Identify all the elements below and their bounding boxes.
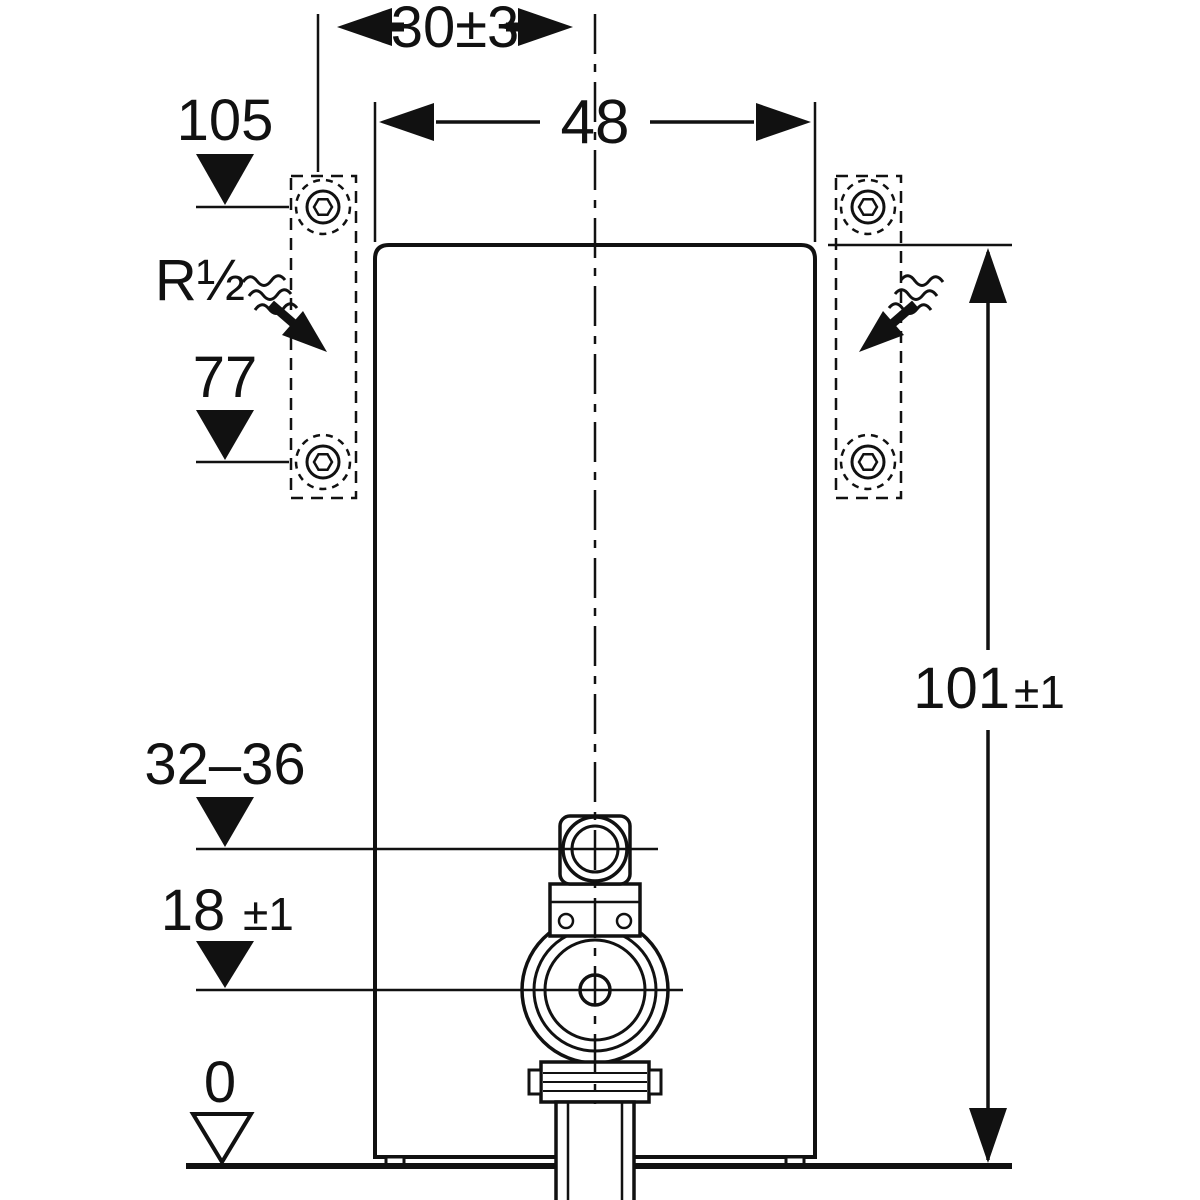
down-arrow-icon bbox=[969, 1108, 1007, 1163]
dimension-width-48: 48 bbox=[373, 88, 817, 242]
level-0: 0 bbox=[189, 1050, 255, 1166]
level-105: 105 bbox=[177, 88, 289, 209]
mounting-plate-right bbox=[834, 174, 903, 500]
level-18-tolerance-label: ±1 bbox=[243, 888, 294, 940]
dimension-offset-30: 30±3 bbox=[316, 0, 573, 172]
level-77: 77 bbox=[193, 345, 289, 464]
left-arrow-icon bbox=[379, 103, 434, 141]
mounting-plate-left bbox=[289, 174, 358, 500]
drain-pipe bbox=[554, 1100, 636, 1200]
level-105-label: 105 bbox=[177, 88, 274, 153]
down-arrow-icon bbox=[196, 941, 254, 988]
right-arrow-icon bbox=[756, 103, 811, 141]
up-arrow-icon bbox=[969, 248, 1007, 303]
level-77-label: 77 bbox=[193, 345, 258, 410]
dim-height-label: 101 bbox=[913, 656, 1010, 721]
level-18: 18 ±1 bbox=[161, 878, 294, 988]
left-arrow-icon bbox=[337, 8, 392, 46]
bracket-screw-right bbox=[615, 912, 633, 930]
down-arrow-icon bbox=[196, 410, 254, 460]
down-arrow-icon bbox=[196, 154, 254, 205]
dimension-height-101: 101 ±1 bbox=[828, 243, 1065, 1163]
dim-offset-label: 30±3 bbox=[391, 0, 520, 60]
level-0-label: 0 bbox=[204, 1050, 236, 1115]
supply-thread-label: R½ bbox=[155, 248, 245, 313]
clamp-bolt-left bbox=[527, 1068, 543, 1096]
level-18-label: 18 bbox=[161, 878, 226, 943]
open-down-arrow-icon bbox=[189, 1112, 255, 1166]
level-32-36: 32–36 bbox=[144, 732, 306, 847]
bracket-screw-left bbox=[557, 912, 575, 930]
right-arrow-icon bbox=[518, 8, 573, 46]
dim-height-tolerance-label: ±1 bbox=[1014, 666, 1065, 718]
down-arrow-icon bbox=[196, 797, 254, 847]
clamp-bolt-right bbox=[647, 1068, 663, 1096]
level-32-36-label: 32–36 bbox=[144, 732, 305, 797]
